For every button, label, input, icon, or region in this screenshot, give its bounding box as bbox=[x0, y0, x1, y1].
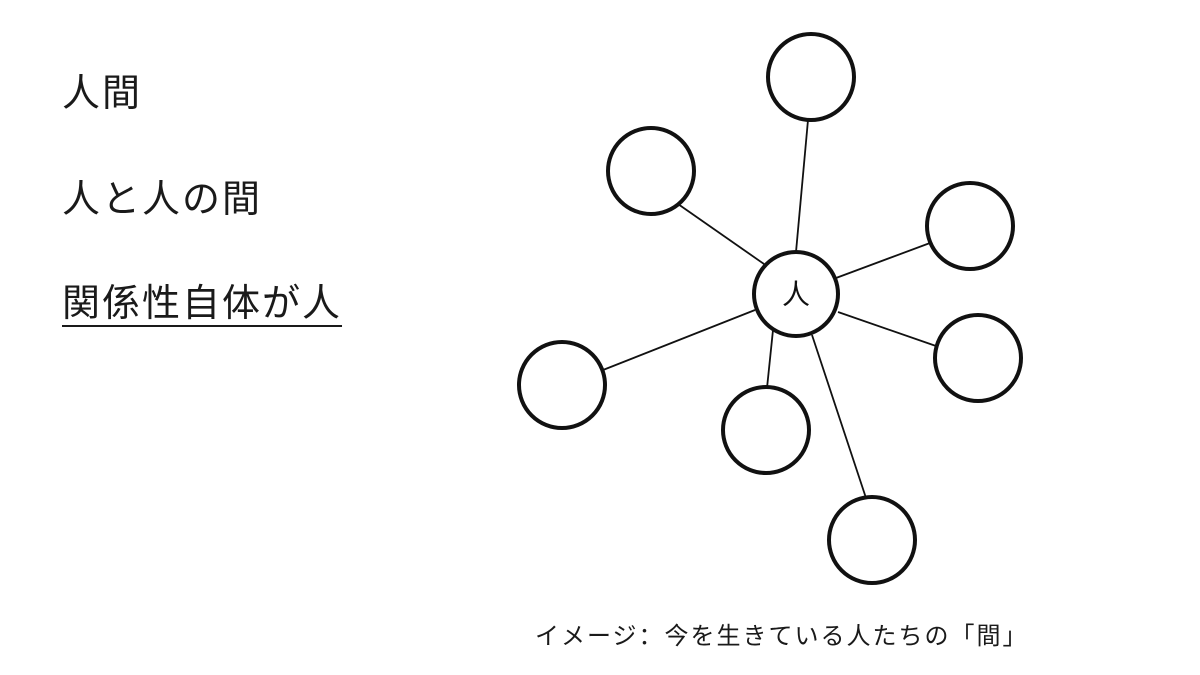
heading-hito-to-hito-no-aida: 人と人の間 bbox=[62, 177, 263, 221]
node-lower-right bbox=[827, 495, 917, 585]
node-center bbox=[752, 250, 840, 338]
node-top bbox=[766, 32, 856, 122]
connector-bottom bbox=[766, 329, 774, 389]
connector-upper-right bbox=[835, 242, 931, 279]
node-upper-right bbox=[925, 181, 1015, 271]
connector-right bbox=[837, 311, 937, 347]
node-right bbox=[933, 313, 1023, 403]
node-upper-left bbox=[606, 126, 696, 216]
node-center-label: 人 bbox=[782, 278, 810, 311]
node-bottom bbox=[721, 385, 811, 475]
heading-relationship-is-person: 関係性自体が人 bbox=[62, 281, 343, 325]
heading-ningen: 人間 bbox=[62, 71, 143, 115]
connector-left bbox=[602, 309, 756, 371]
diagram-caption: イメージ：今を生きている人たちの「間」 bbox=[535, 622, 1029, 650]
connector-lower-right bbox=[811, 334, 867, 499]
node-left bbox=[517, 340, 607, 430]
connector-upper-left bbox=[677, 203, 765, 265]
connector-top bbox=[795, 119, 809, 253]
